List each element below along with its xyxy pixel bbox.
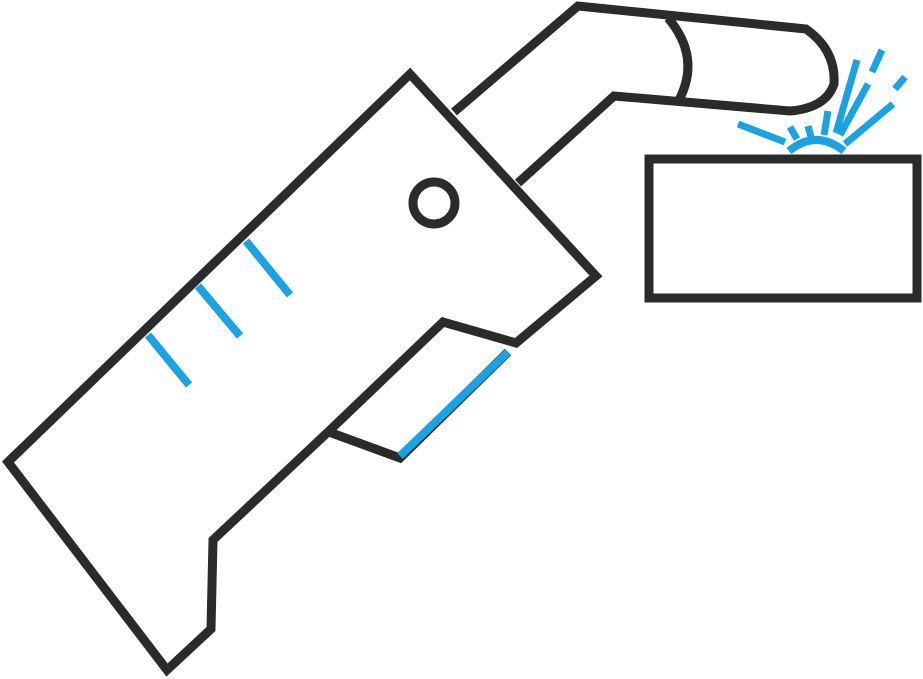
grip-ridges — [144, 238, 294, 388]
grip-ridge — [144, 332, 193, 388]
sparks-icon — [736, 48, 908, 155]
trigger-highlight — [397, 349, 511, 459]
grip-ridge — [242, 238, 294, 298]
spark — [868, 48, 886, 74]
spark — [736, 120, 787, 146]
spark — [836, 82, 872, 137]
spark — [842, 101, 896, 147]
screw-icon — [408, 177, 460, 229]
torch-neck — [451, 1, 839, 187]
spark — [804, 125, 815, 138]
nozzle-seam — [664, 15, 693, 105]
neck-outline — [451, 1, 839, 187]
spark — [832, 59, 861, 134]
weld-arc — [786, 136, 847, 155]
spark — [786, 125, 801, 141]
spark — [892, 74, 908, 92]
workpiece — [644, 154, 922, 303]
grip-ridge — [194, 283, 244, 339]
spark — [820, 110, 832, 136]
torch-body — [1, 67, 603, 677]
